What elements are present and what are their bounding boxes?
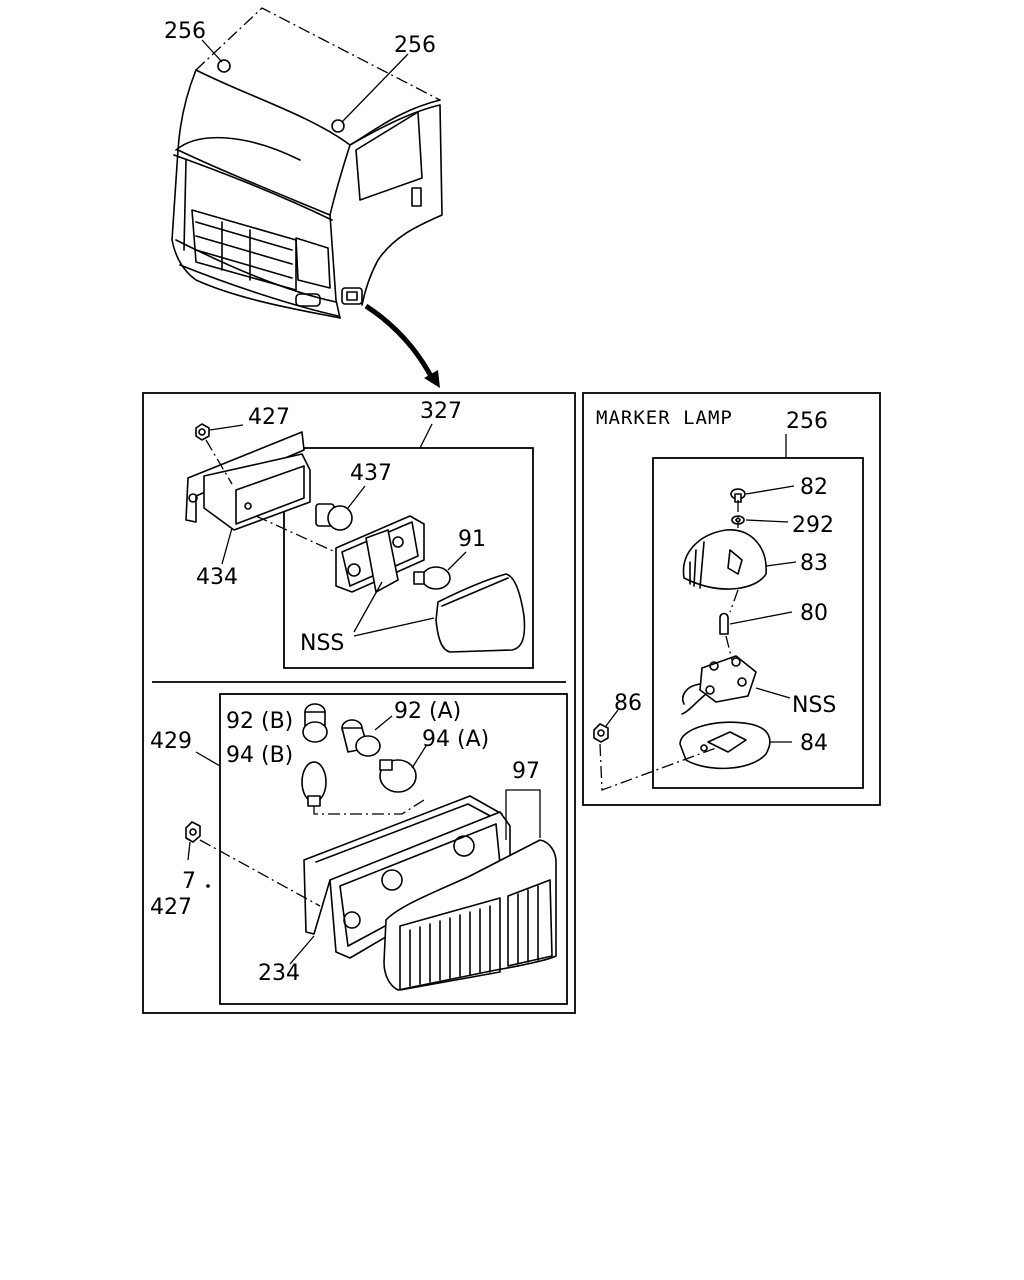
marker-lamp-assembly (593, 434, 864, 791)
callout-dot (206, 884, 210, 888)
marker-lamp-panel (582, 392, 881, 806)
callout-80: 80 (800, 601, 828, 626)
callout-7: 7 (182, 869, 196, 894)
callout-nss-side: NSS (300, 631, 344, 656)
callout-83: 83 (800, 551, 828, 576)
callout-92b: 92 (B) (226, 709, 293, 734)
callout-91: 91 (458, 527, 486, 552)
callout-94b: 94 (B) (226, 743, 293, 768)
callout-429: 429 (150, 729, 192, 754)
callout-427-side: 427 (248, 405, 290, 430)
side-and-front-lamp-panel (142, 392, 576, 1014)
callout-97: 97 (512, 759, 540, 784)
callout-434: 434 (196, 565, 238, 590)
callout-86: 86 (614, 691, 642, 716)
side-turn-lamp-assembly (185, 423, 534, 669)
marker-lamp-title: MARKER LAMP (596, 407, 733, 429)
callout-427-front: 427 (150, 895, 192, 920)
callout-82: 82 (800, 475, 828, 500)
lens-ribs (409, 885, 539, 987)
front-lamp-assembly (185, 693, 568, 1005)
callout-256-roof-left: 256 (164, 19, 206, 44)
pointer-arrow (364, 303, 440, 388)
callout-256-marker: 256 (786, 409, 828, 434)
callout-nss-marker: NSS (792, 693, 836, 718)
callout-437: 437 (350, 461, 392, 486)
callout-94a: 94 (A) (422, 727, 489, 752)
callout-84: 84 (800, 731, 828, 756)
callout-292: 292 (792, 513, 834, 538)
truck-cab-illustration (171, 7, 443, 319)
callout-92a: 92 (A) (394, 699, 461, 724)
callout-256-roof-right: 256 (394, 33, 436, 58)
callout-327: 327 (420, 399, 462, 424)
callout-234: 234 (258, 961, 300, 986)
